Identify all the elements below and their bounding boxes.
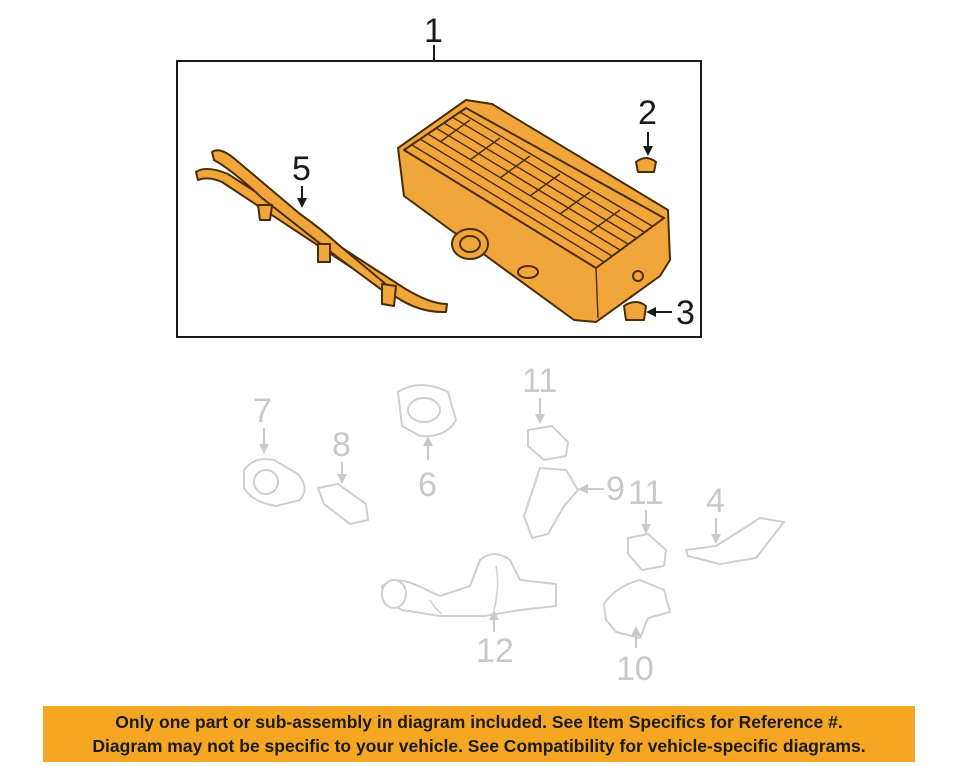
callout-11-lower: 11: [628, 474, 663, 512]
disclaimer-banner: Only one part or sub-assembly in diagram…: [43, 706, 915, 762]
callout-5: 5: [292, 150, 311, 188]
part-7-housing: [243, 458, 306, 507]
part-2-grommet: [635, 157, 657, 173]
callout-3: 3: [676, 294, 695, 332]
part-8-gasket: [317, 483, 369, 525]
part-1-intercooler: [397, 99, 671, 323]
part-4-bracket: [685, 517, 785, 565]
part-6-collar: [397, 384, 457, 438]
intercooler-fins: [411, 111, 653, 263]
part-5-bracket: [195, 149, 448, 314]
callout-10: 10: [616, 650, 654, 688]
callout-8: 8: [332, 426, 351, 464]
callout-6: 6: [418, 466, 437, 504]
parts-diagram: 1 5 2: [176, 12, 785, 688]
disclaimer-line-1: Only one part or sub-assembly in diagram…: [115, 712, 843, 732]
assembly-box: [176, 60, 702, 338]
part-11-gasket-upper: [527, 425, 569, 461]
part-3-grommet: [623, 301, 647, 321]
part-11-gasket-lower: [627, 533, 667, 571]
part-12-duct: [381, 553, 557, 617]
callout-2: 2: [638, 94, 657, 132]
callout-9: 9: [606, 470, 625, 508]
callout-4: 4: [706, 482, 725, 520]
callout-11-upper: 11: [522, 362, 557, 400]
callout-12: 12: [476, 632, 514, 670]
part-9-duct: [523, 467, 579, 539]
callout-1: 1: [424, 12, 443, 50]
callout-7: 7: [253, 392, 272, 430]
disclaimer-line-2: Diagram may not be specific to your vehi…: [92, 736, 866, 756]
